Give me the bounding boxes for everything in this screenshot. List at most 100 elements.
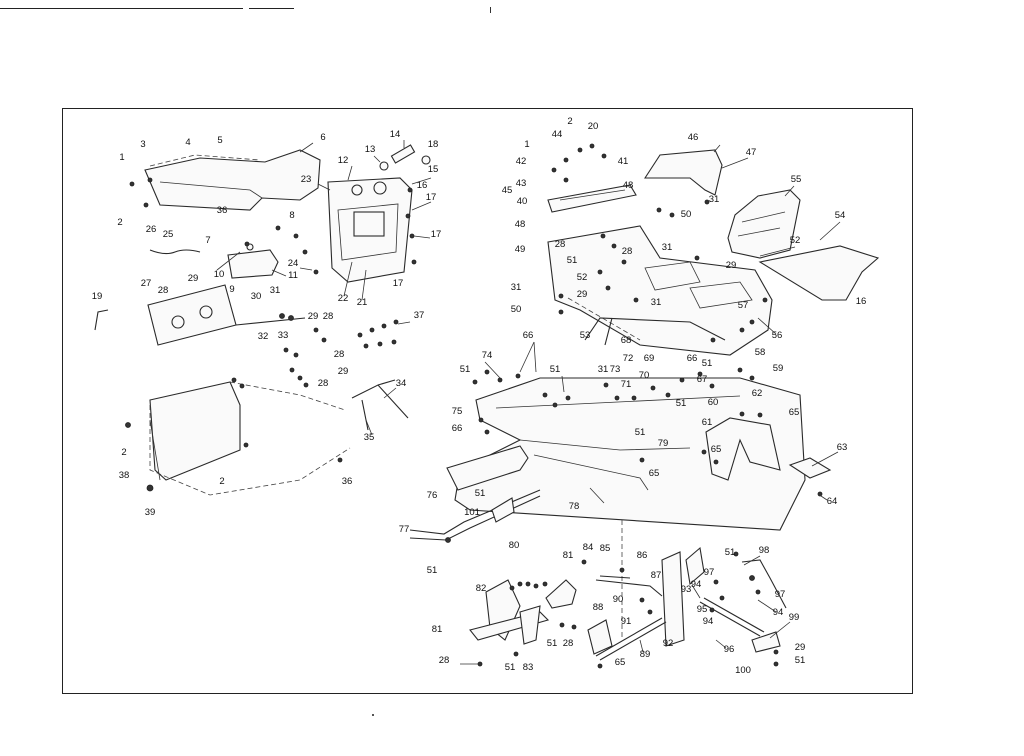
part-callout-28: 28 [563,638,574,649]
part-callout-4: 4 [185,137,190,148]
bracket-81-upper [545,579,577,609]
part-callout-69: 69 [644,353,655,364]
arm-98 [741,559,787,609]
part-callout-28: 28 [622,246,633,257]
header-rule [0,8,243,9]
seat-rail [547,184,637,213]
part-callout-28: 28 [439,655,450,666]
part-callout-86: 86 [637,550,648,561]
part-callout-31: 31 [511,282,522,293]
part-callout-34: 34 [396,378,407,389]
part-callout-94: 94 [703,616,714,627]
bracket-88 [587,619,613,655]
part-callout-13: 13 [365,144,376,155]
part-callout-92: 92 [663,638,674,649]
part-callout-66: 66 [687,353,698,364]
part-callout-80: 80 [509,540,520,551]
pedal-92 [661,551,685,647]
bolts-80 [509,581,548,591]
fastener-group-37 [357,319,399,349]
part-callout-97: 97 [775,589,786,600]
part-callout-57: 57 [738,300,749,311]
part-callout-51: 51 [795,655,806,666]
part-callout-28: 28 [158,285,169,296]
part-callout-59: 59 [773,363,784,374]
part-callout-2: 2 [219,476,224,487]
part-callout-51: 51 [427,565,438,576]
part-callout-94: 94 [773,607,784,618]
part-callout-9: 9 [229,284,234,295]
seat-pan-54 [758,245,880,301]
part-callout-79: 79 [658,438,669,449]
part-callout-1: 1 [119,152,124,163]
part-callout-31: 31 [270,285,281,296]
part-callout-20: 20 [588,121,599,132]
part-callout-43: 43 [516,178,527,189]
bracket-83 [519,605,541,645]
part-callout-95: 95 [697,604,708,615]
part-callout-77: 77 [399,524,410,535]
part-callout-51: 51 [567,255,578,266]
part-callout-52: 52 [577,272,588,283]
frame-upright-62 [705,417,781,481]
part-callout-16: 16 [856,296,867,307]
part-callout-75: 75 [452,406,463,417]
part-callout-51: 51 [725,547,736,558]
frame-fasteners [472,367,823,497]
part-callout-63: 63 [837,442,848,453]
part-callout-65: 65 [649,468,660,479]
part-callout-32: 32 [258,331,269,342]
part-callout-28: 28 [334,349,345,360]
cable-85 [595,575,663,597]
bolt-36 [337,457,343,463]
part-callout-87: 87 [651,570,662,581]
part-callout-98: 98 [759,545,770,556]
part-callout-16: 16 [417,180,428,191]
part-callout-42: 42 [516,156,527,167]
part-callout-54: 54 [835,210,846,221]
part-callout-19: 19 [92,291,103,302]
diagram-frame [62,108,913,694]
grille-fasteners [125,377,249,492]
part-callout-52: 52 [790,235,801,246]
part-callout-65: 65 [615,657,626,668]
part-callout-30: 30 [251,291,262,302]
header-rule-short [249,8,294,9]
part-callout-14: 14 [390,129,401,140]
part-callout-88: 88 [593,602,604,613]
part-callout-29: 29 [188,273,199,284]
part-callout-72: 72 [623,353,634,364]
part-callout-91: 91 [621,616,632,627]
part-callout-29: 29 [795,642,806,653]
chassis-frame [454,377,806,531]
part-callout-39: 39 [145,507,156,518]
part-callout-51: 51 [505,662,516,673]
part-callout-17: 17 [431,229,442,240]
seat-bracket-46 [643,149,723,196]
part-callout-56: 56 [772,330,783,341]
part-callout-78: 78 [569,501,580,512]
part-callout-96: 96 [724,644,735,655]
part-callout-48: 48 [515,219,526,230]
part-callout-22: 22 [338,293,349,304]
part-callout-89: 89 [640,649,651,660]
part-callout-51: 51 [460,364,471,375]
part-callout-31: 31 [709,194,720,205]
frame-plate-63 [788,457,832,479]
part-callout-74: 74 [482,350,493,361]
part-callout-61: 61 [702,417,713,428]
scan-mark [490,7,491,13]
part-callout-3: 3 [140,139,145,150]
part-callout-83: 83 [523,662,534,673]
part-callout-51: 51 [550,364,561,375]
axle-support-76 [446,445,529,491]
part-callout-41: 41 [618,156,629,167]
part-callout-35: 35 [364,432,375,443]
part-callout-28: 28 [318,378,329,389]
part-callout-64: 64 [827,496,838,507]
part-callout-90: 90 [613,594,624,605]
part-callout-51: 51 [475,488,486,499]
seat [727,189,801,259]
part-callout-45: 45 [502,185,513,196]
